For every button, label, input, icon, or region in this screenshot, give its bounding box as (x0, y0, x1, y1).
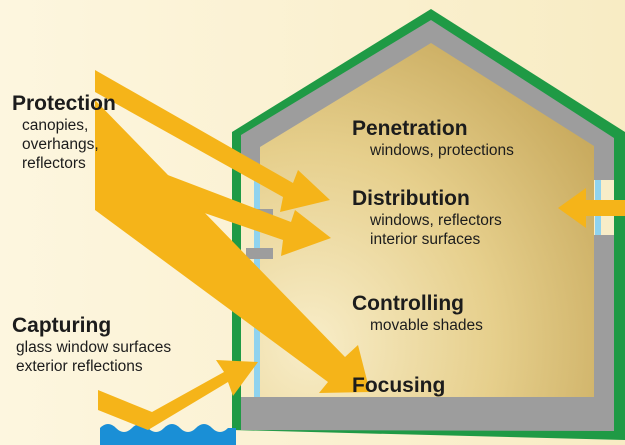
controlling-detail-1: movable shades (370, 317, 483, 334)
penetration-detail-1: windows, protections (370, 142, 514, 159)
protection-beam-arrow (95, 70, 330, 212)
capturing-detail-1: glass window surfaces (16, 339, 172, 356)
protection-detail-3: reflectors (22, 155, 86, 172)
protection-detail-1: canopies, (22, 117, 89, 134)
capturing-heading: Capturing (12, 314, 112, 337)
distribution-inflow-arrow (558, 188, 625, 228)
penetration-heading: Penetration (352, 117, 468, 140)
distribution-label-group: Distribution windows, reflectors interio… (352, 187, 502, 249)
distribution-heading: Distribution (352, 187, 470, 210)
distribution-detail-1: windows, reflectors (370, 212, 502, 229)
protection-label-group: Protection canopies, overhangs, reflecto… (12, 92, 116, 173)
capturing-reflection-arrow (98, 360, 258, 430)
protection-heading: Protection (12, 92, 116, 115)
distribution-detail-2: interior surfaces (370, 231, 481, 248)
lower-light-shelf (246, 248, 273, 259)
controlling-heading: Controlling (352, 292, 464, 315)
controlling-label-group: Controlling movable shades (352, 292, 483, 335)
capturing-detail-2: exterior reflections (16, 358, 143, 375)
focusing-heading: Focusing (352, 374, 446, 397)
capturing-label-group: Capturing glass window surfaces exterior… (12, 314, 171, 376)
focusing-label-group: Focusing (352, 374, 445, 398)
penetration-label-group: Penetration windows, protections (352, 117, 514, 160)
protection-detail-2: overhangs, (22, 136, 99, 153)
focusing-beam-arrow (95, 100, 370, 393)
exterior-water (100, 424, 236, 445)
interior-space (260, 43, 594, 397)
